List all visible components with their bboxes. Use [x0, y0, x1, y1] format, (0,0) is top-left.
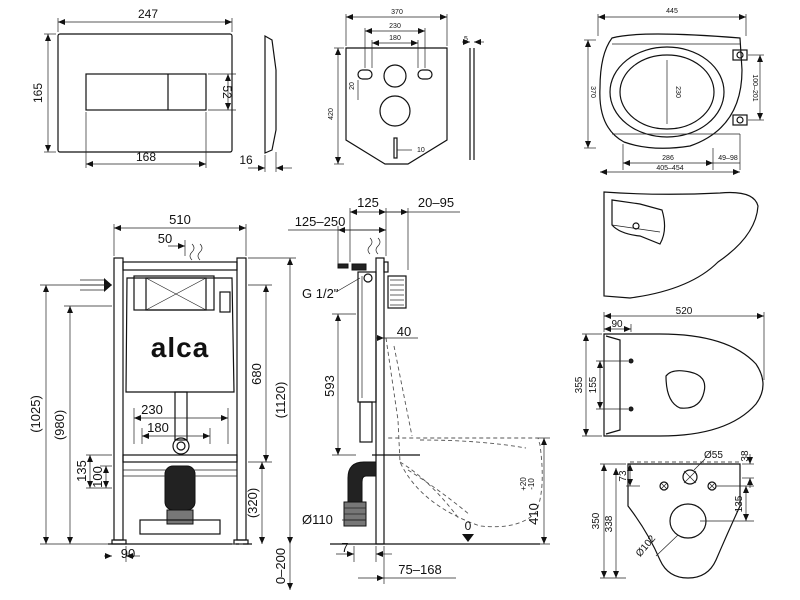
dim-52: 52: [220, 85, 234, 99]
flush-button-frame: [85, 73, 207, 111]
dim-20-95: 20–95: [418, 195, 454, 210]
dim-d55: Ø55: [704, 450, 723, 461]
dim-125: 125: [357, 195, 379, 210]
bowl-rear-outline: [627, 463, 741, 579]
dim-20: 20: [349, 82, 356, 90]
dim-10: 10: [417, 147, 425, 154]
dim-5: 5: [464, 36, 468, 43]
dim-230-pad: 230: [389, 23, 401, 30]
dim-445: 445: [666, 8, 678, 15]
dim-125-250: 125–250: [295, 214, 346, 229]
dim-355: 355: [574, 376, 585, 393]
dim-980: (980): [52, 410, 67, 440]
dim-370-seat: 370: [589, 86, 596, 98]
dim-38: 38: [740, 450, 751, 462]
frame-post-side: [375, 257, 385, 545]
bowl-side-view: [603, 191, 759, 299]
bowl-top-view: 520 90 355 155: [574, 306, 765, 437]
dim-370-pad: 370: [391, 9, 403, 16]
frame-post-left: [113, 257, 124, 541]
flush-plate-view: 247 165 52 168 16: [31, 7, 292, 172]
drain-bend-side: [347, 461, 377, 503]
seat-view: 445 370 230 100–201 286 49–98 405–454: [584, 8, 764, 175]
sound-pad-view: 370 230 180 420 20 10 5: [328, 9, 484, 165]
dim-1120: (1120): [273, 382, 288, 419]
dim-410: 410: [526, 503, 541, 525]
dim-405-454: 405–454: [656, 165, 683, 172]
frame-front-view: alca 510 50 (1025): [28, 212, 296, 590]
bowl-top-outline: [603, 333, 764, 437]
dim-286: 286: [662, 155, 674, 162]
dim-155: 155: [588, 376, 599, 393]
dim-75-168: 75–168: [398, 562, 441, 577]
dim-16: 16: [239, 153, 253, 167]
dim-230-seat: 230: [674, 86, 681, 98]
dim-40: 40: [397, 324, 411, 339]
dim-90-foot: 90: [121, 546, 135, 561]
dim-593: 593: [322, 375, 337, 397]
dim-100-201: 100–201: [751, 74, 758, 101]
dim-247: 247: [138, 7, 158, 21]
dim-510: 510: [169, 212, 191, 227]
brand-logo: alca: [151, 332, 210, 363]
dim-d102: Ø102: [634, 533, 658, 559]
dim-100: 100: [90, 466, 105, 488]
bowl-rear-view: Ø55 38 73 135 350 338 Ø102: [591, 450, 754, 579]
dim-520: 520: [676, 306, 693, 317]
dim-180-pad: 180: [389, 35, 401, 42]
dim-0-200: 0–200: [273, 548, 288, 584]
dim-135-bowl: 135: [734, 495, 745, 512]
dim-165: 165: [31, 83, 45, 103]
dim-680: 680: [249, 363, 264, 385]
dim-tol-minus: -10: [527, 478, 536, 490]
dim-338: 338: [604, 515, 615, 532]
dim-49-98: 49–98: [718, 155, 738, 162]
dim-50: 50: [158, 231, 172, 246]
frame-side-view: 125 20–95 125–250 G 1/2" 40 593 Ø110 7: [288, 195, 550, 584]
dim-90-bowl: 90: [611, 319, 623, 330]
dim-7: 7: [341, 540, 348, 555]
seat-outline: [599, 33, 743, 149]
dim-168: 168: [136, 150, 156, 164]
dim-230-frame: 230: [141, 402, 163, 417]
dim-350: 350: [591, 512, 602, 529]
dim-1025: (1025): [28, 395, 43, 433]
dim-135-frame: 135: [74, 460, 89, 482]
dim-d110: Ø110: [302, 512, 333, 527]
bowl-side-outline: [603, 191, 759, 299]
dim-320: (320): [245, 488, 260, 518]
dim-tol-plus: +20: [519, 477, 528, 491]
ref-zero: 0: [465, 519, 472, 533]
drain-elbow: [164, 465, 196, 511]
dim-thread: G 1/2": [302, 286, 339, 301]
flush-plate-side: [264, 34, 277, 154]
dim-420: 420: [328, 108, 335, 120]
dim-73: 73: [618, 470, 629, 482]
flush-plate-outline: [57, 33, 233, 153]
sound-pad-outline: [345, 47, 448, 165]
bowl-outline-dashed: [385, 337, 543, 528]
dim-180-frame: 180: [147, 420, 169, 435]
